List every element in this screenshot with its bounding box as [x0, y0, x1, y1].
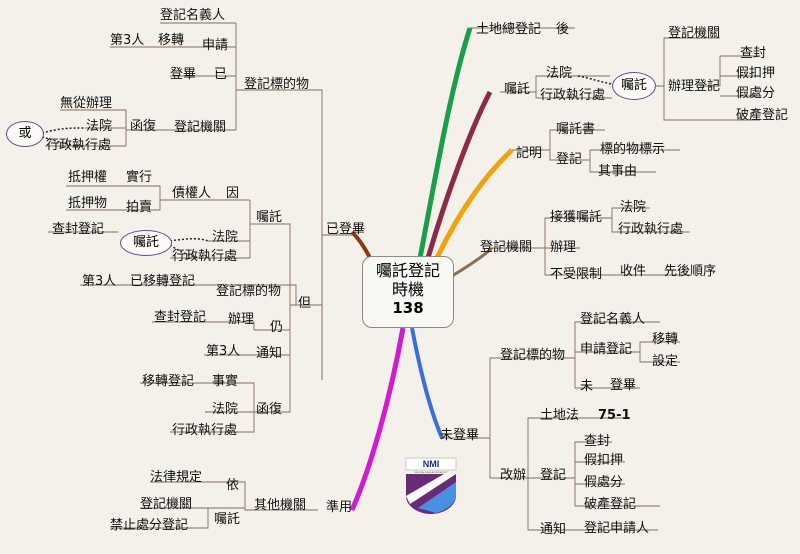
node-still: 仍	[270, 320, 284, 335]
node-reg-applicant: 登記申請人	[584, 521, 650, 536]
node-provisional: 假處分	[736, 86, 776, 101]
node-transferred-reg: 已移轉登記	[130, 274, 196, 289]
node-article: 75-1	[598, 408, 631, 423]
node-creditor: 債權人	[172, 186, 212, 201]
node-change: 改辦	[500, 468, 527, 483]
node-registered: 已登畢	[326, 222, 366, 237]
node-note: 記明	[516, 146, 543, 161]
node-transfer-2: 移轉	[652, 332, 679, 347]
node-fake-seize-2: 假扣押	[584, 453, 624, 468]
commission-oval-right: 囑託	[612, 72, 656, 100]
node-reply-1: 函復	[130, 119, 157, 134]
node-legal-rule: 法律規定	[150, 470, 203, 485]
node-mortgage: 抵押權	[68, 170, 108, 185]
node-commission-3: 囑託	[504, 82, 531, 97]
node-auction: 拍賣	[126, 200, 153, 215]
node-reg-name-2: 登記名義人	[580, 312, 646, 327]
node-reg-object-2: 登記標的物	[216, 284, 282, 299]
node-bankrupt: 破產登記	[736, 108, 789, 123]
node-commission: 囑託	[256, 210, 283, 225]
node-reg-authority-2: 登記機關	[140, 497, 193, 512]
node-notify: 通知	[256, 346, 283, 361]
node-exec-3: 行政執行處	[172, 423, 238, 438]
node-unrestricted: 不受限制	[550, 267, 603, 282]
node-reg-object: 登記標的物	[244, 77, 310, 92]
or-oval: 或	[6, 121, 44, 147]
node-cause-item: 其事由	[598, 164, 638, 179]
node-court-3: 法院	[212, 402, 239, 417]
node-apply: 申請	[202, 38, 229, 53]
node-not-yet: 未	[580, 379, 594, 394]
node-unregistered: 未登畢	[440, 428, 480, 443]
node-handle-2: 辦理	[550, 240, 577, 255]
center-title: 囑託登記	[375, 261, 440, 280]
node-object-show: 標的物標示	[600, 142, 666, 157]
center-number: 138	[392, 299, 424, 317]
node-register: 登記	[556, 152, 583, 167]
node-fake-seize: 假扣押	[736, 66, 776, 81]
node-exec-2: 行政執行處	[172, 249, 238, 264]
node-third-party: 第3人	[110, 33, 145, 48]
node-commission-2: 囑託	[214, 512, 241, 527]
logo-letters: NMI	[423, 459, 440, 469]
node-apply-reg: 申請登記	[580, 342, 633, 357]
node-receive-doc: 收件	[620, 264, 647, 279]
node-reg-authority-3: 登記機關	[668, 26, 721, 41]
node-seal-reg: 查封登記	[52, 222, 105, 237]
university-logo: NMI NATIONAL MINGDAO UNIVERSITY	[405, 457, 457, 514]
node-court-1: 法院	[86, 119, 113, 134]
node-other-auth: 其他機關	[254, 498, 307, 513]
node-by: 依	[226, 478, 240, 493]
node-no-way: 無從辦理	[60, 96, 113, 111]
node-transfer-reg: 移轉登記	[142, 374, 195, 389]
node-reg-name: 登記名義人	[160, 8, 226, 23]
node-court-2: 法院	[212, 230, 239, 245]
node-setup: 設定	[652, 354, 679, 369]
commission-oval: 囑託	[120, 230, 172, 256]
node-seize: 查封	[740, 46, 767, 61]
node-prohibit-reg: 禁止處分登記	[110, 518, 189, 533]
node-reg-done: 登畢	[170, 67, 197, 82]
logo-caption: NATIONAL MINGDAO UNIVERSITY	[415, 471, 448, 474]
node-handle-reg: 辦理登記	[668, 79, 721, 94]
node-exec-4: 行政執行處	[540, 88, 606, 103]
node-reg-authority-4: 登記機關	[480, 240, 533, 255]
node-notify-2: 通知	[540, 522, 567, 537]
center-subtitle: 時機	[391, 280, 424, 299]
node-third-party-3: 第3人	[206, 344, 241, 359]
central-topic: 囑託登記 時機 138	[362, 256, 454, 328]
node-after: 後	[556, 22, 570, 37]
node-receive: 接獲囑託	[550, 210, 603, 225]
node-handle: 辦理	[228, 312, 255, 327]
node-commission-doc: 囑託書	[556, 122, 596, 137]
node-bankrupt-2: 破產登記	[584, 497, 637, 512]
node-apply-mutatis: 準用	[326, 500, 353, 515]
node-already: 已	[214, 67, 228, 82]
node-reg-object-3: 登記標的物	[500, 348, 566, 363]
node-seize-2: 查封	[584, 434, 611, 449]
node-court-5: 法院	[620, 200, 647, 215]
node-enforce: 實行	[126, 170, 153, 185]
node-land-law: 土地法	[540, 408, 580, 423]
node-order: 先後順序	[664, 264, 717, 279]
node-cause: 因	[226, 186, 240, 201]
node-transfer: 移轉	[158, 33, 185, 48]
node-court-4: 法院	[546, 66, 573, 81]
node-third-party-2: 第3人	[82, 274, 117, 289]
node-reg-done-2: 登畢	[610, 378, 637, 393]
node-but: 但	[298, 296, 312, 311]
node-reg-authority: 登記機關	[174, 120, 227, 135]
node-reply-2: 函復	[256, 402, 283, 417]
node-land-total: 土地總登記	[476, 22, 542, 37]
node-exec-1: 行政執行處	[46, 138, 112, 153]
node-exec-5: 行政執行處	[618, 222, 684, 237]
node-provisional-2: 假處分	[584, 475, 624, 490]
node-seal-reg-2: 查封登記	[154, 310, 207, 325]
node-fact: 事實	[212, 374, 239, 389]
node-mortgaged: 抵押物	[68, 196, 108, 211]
node-register-2: 登記	[540, 468, 567, 483]
